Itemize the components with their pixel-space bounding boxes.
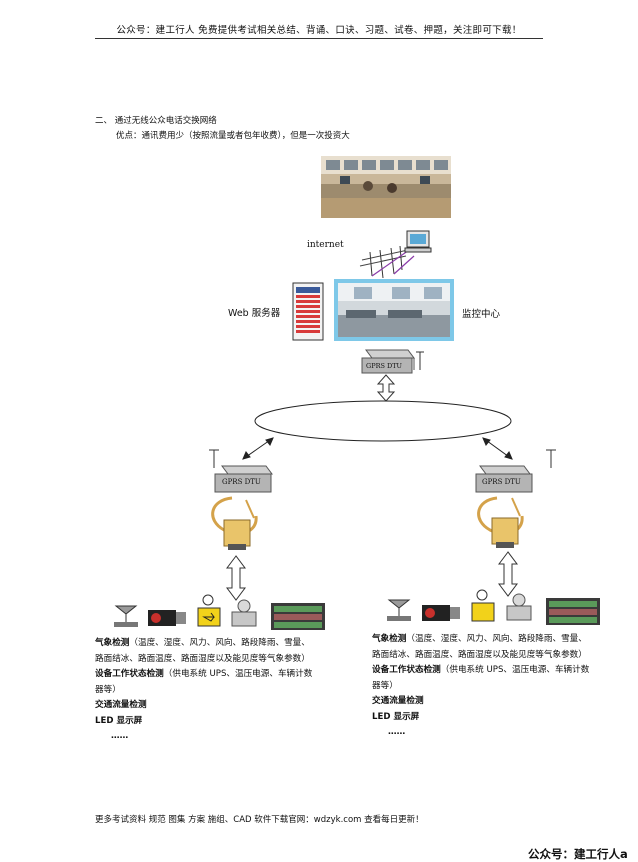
left-weather-title: 气象检测 (95, 638, 130, 648)
arrow-left-vertical (226, 555, 246, 601)
left-device-status-title: 设备工作状态检测 (95, 669, 164, 679)
dtu-top-label: GPRS DTU (366, 362, 403, 370)
left-traffic-flow: 交通流量检测 (95, 700, 147, 710)
right-weather-params-cont: 路面结冰、路面温度、路面湿度以及能见度等气象参数） (372, 649, 587, 660)
left-weather-params: （温度、湿度、风力、风向、路段降雨、雪量、 (129, 638, 310, 648)
left-device-status-cont: 器等） (95, 684, 121, 695)
page-header-text: 公众号：建工行人 免费提供考试相关总结、背诵、口诀、习题、试卷、押题，关注即可下… (116, 25, 522, 36)
footer-brand: 公众号：建工行人a (528, 847, 628, 861)
left-led-display: LED 显示屏 (95, 715, 143, 726)
computer-icon (404, 230, 432, 253)
dtu-right-label: GPRS DTU (482, 478, 521, 486)
right-led-display: LED 显示屏 (372, 711, 420, 722)
web-server-icon (292, 282, 324, 341)
section-title: 二、 通过无线公众电话交换网络 (95, 116, 217, 126)
web-server-label: Web 服务器 (228, 308, 281, 319)
right-device-status-cont: 器等） (372, 680, 398, 691)
internet-network-icon (359, 245, 415, 279)
network-cloud-ellipse (254, 400, 512, 442)
gprs-dtu-right-box (475, 449, 556, 493)
right-description-block: 气象检测（温度、湿度、风力、风向、路段降雨、雪量、 路面结冰、路面温度、路面湿度… (372, 632, 634, 741)
gprs-dtu-left-box (209, 449, 273, 493)
right-device-status-title: 设备工作状态检测 (372, 665, 441, 675)
dtu-left-label: GPRS DTU (222, 478, 261, 486)
arrow-right-vertical (498, 551, 518, 597)
section-note: 优点：通讯费用少（按照流量或者包年收费），但是一次投资大 (116, 131, 350, 141)
right-ellipsis: …… (388, 727, 406, 737)
monitor-center-photo (334, 279, 454, 341)
monitor-center-label: 监控中心 (462, 309, 501, 320)
footer-text: 更多考试资料 规范 图集 方案 施组、CAD 软件下载官网：wdzyk.com … (95, 815, 424, 825)
left-device-status-params: （供电系统 UPS、温压电源、车辆计数 (163, 669, 313, 679)
left-description-block: 气象检测（温度、湿度、风力、风向、路段降雨、雪量、 路面结冰、路面温度、路面湿度… (95, 636, 365, 745)
field-equipment-right (387, 589, 600, 625)
arrow-cloud-right (482, 437, 513, 460)
control-room-photo (321, 156, 451, 218)
left-weather-params-cont: 路面结冰、路面温度、路面湿度以及能见度等气象参数） (95, 653, 310, 664)
header-divider (95, 38, 543, 39)
right-traffic-flow: 交通流量检测 (372, 696, 424, 706)
arrow-cloud-left (242, 437, 274, 460)
internet-label: internet (307, 240, 344, 250)
gprs-dtu-top-box (361, 349, 424, 374)
sensor-device-right-icon (477, 496, 524, 548)
left-ellipsis: …… (111, 731, 129, 741)
right-device-status-params: （供电系统 UPS、温压电源、车辆计数 (440, 665, 590, 675)
sensor-device-left-icon (211, 496, 258, 550)
right-weather-title: 气象检测 (372, 634, 407, 644)
field-equipment-left (114, 594, 325, 630)
right-weather-params: （温度、湿度、风力、风向、路段降雨、雪量、 (406, 634, 587, 644)
arrow-top-dtu-cloud (376, 374, 396, 402)
